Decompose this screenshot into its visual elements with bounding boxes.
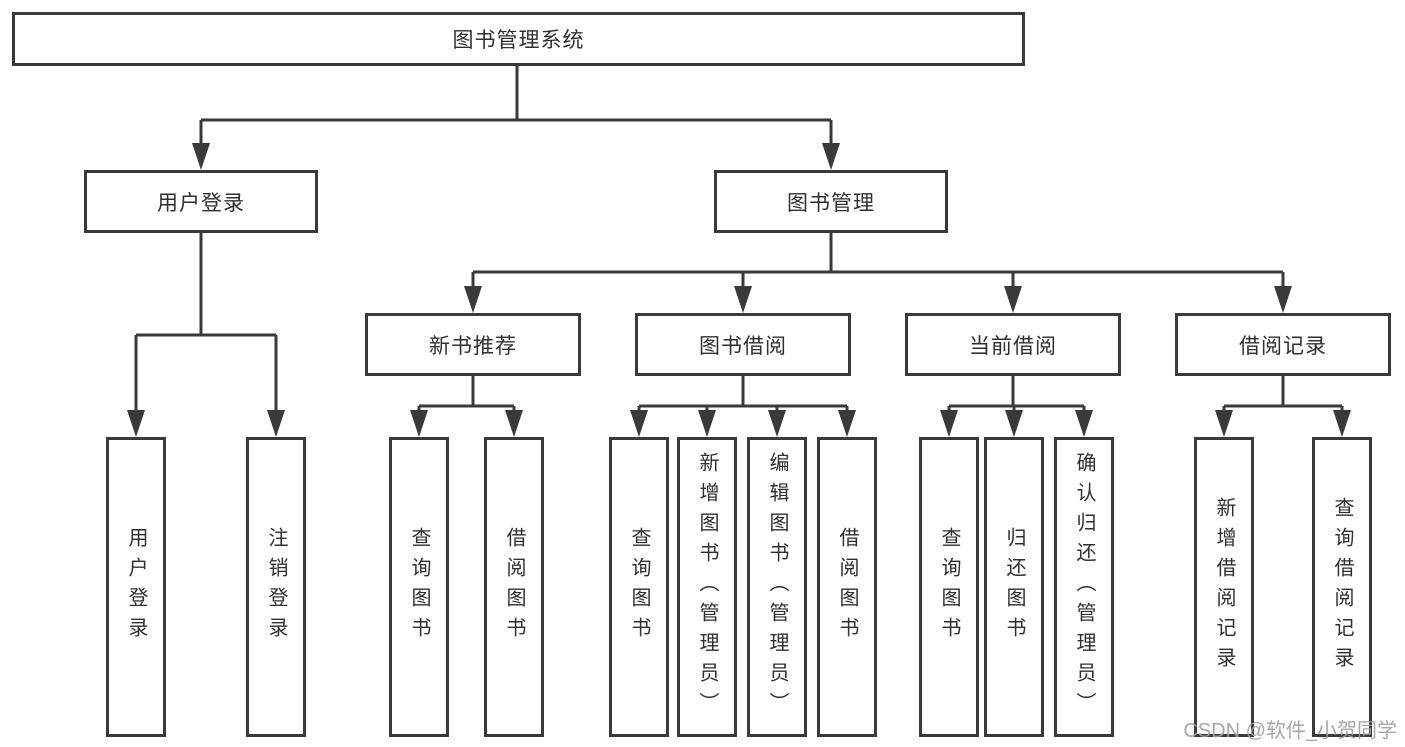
leaf-label: 编辑图书（管理员） — [766, 452, 788, 722]
leaf-label: 借阅图书 — [503, 527, 525, 647]
leaf-label: 借阅图书 — [836, 527, 858, 647]
leaf-user-login: 用户登录 — [106, 437, 166, 737]
leaf-borrow-books-2: 借阅图书 — [817, 437, 877, 737]
arrowheads — [127, 143, 1351, 437]
node-user-login: 用户登录 — [84, 170, 318, 233]
node-book-management: 图书管理 — [714, 170, 948, 233]
leaf-label: 查询图书 — [628, 527, 650, 647]
leaf-add-borrow-record: 新增借阅记录 — [1194, 437, 1254, 737]
leaf-confirm-return-admin: 确认归还（管理员） — [1054, 437, 1114, 737]
leaf-query-books-1: 查询图书 — [389, 437, 449, 737]
leaf-label: 用户登录 — [125, 527, 147, 647]
node-current-borrowing: 当前借阅 — [905, 313, 1121, 376]
leaf-edit-book-admin: 编辑图书（管理员） — [747, 437, 807, 737]
node-book-borrowing: 图书借阅 — [635, 313, 851, 376]
leaf-label: 注销登录 — [265, 527, 287, 647]
leaf-label: 归还图书 — [1003, 527, 1025, 647]
leaf-return-books: 归还图书 — [984, 437, 1044, 737]
leaf-label: 查询借阅记录 — [1331, 497, 1353, 677]
node-new-book-recommend: 新书推荐 — [365, 313, 581, 376]
csdn-watermark: CSDN @软件_小贺同学 — [1183, 720, 1397, 742]
leaf-label: 新增借阅记录 — [1213, 497, 1235, 677]
leaf-label: 新增图书（管理员） — [696, 452, 718, 722]
leaf-query-books-2: 查询图书 — [609, 437, 669, 737]
leaf-query-borrow-record: 查询借阅记录 — [1312, 437, 1372, 737]
leaf-label: 确认归还（管理员） — [1073, 452, 1095, 722]
leaf-logout-login: 注销登录 — [246, 437, 306, 737]
connector-paths — [134, 66, 1344, 412]
leaf-query-books-3: 查询图书 — [919, 437, 979, 737]
leaf-borrow-books-1: 借阅图书 — [484, 437, 544, 737]
leaf-add-book-admin: 新增图书（管理员） — [677, 437, 737, 737]
leaf-label: 查询图书 — [408, 527, 430, 647]
node-borrowing-records: 借阅记录 — [1175, 313, 1391, 376]
node-library-management-system: 图书管理系统 — [12, 12, 1025, 66]
leaf-label: 查询图书 — [938, 527, 960, 647]
